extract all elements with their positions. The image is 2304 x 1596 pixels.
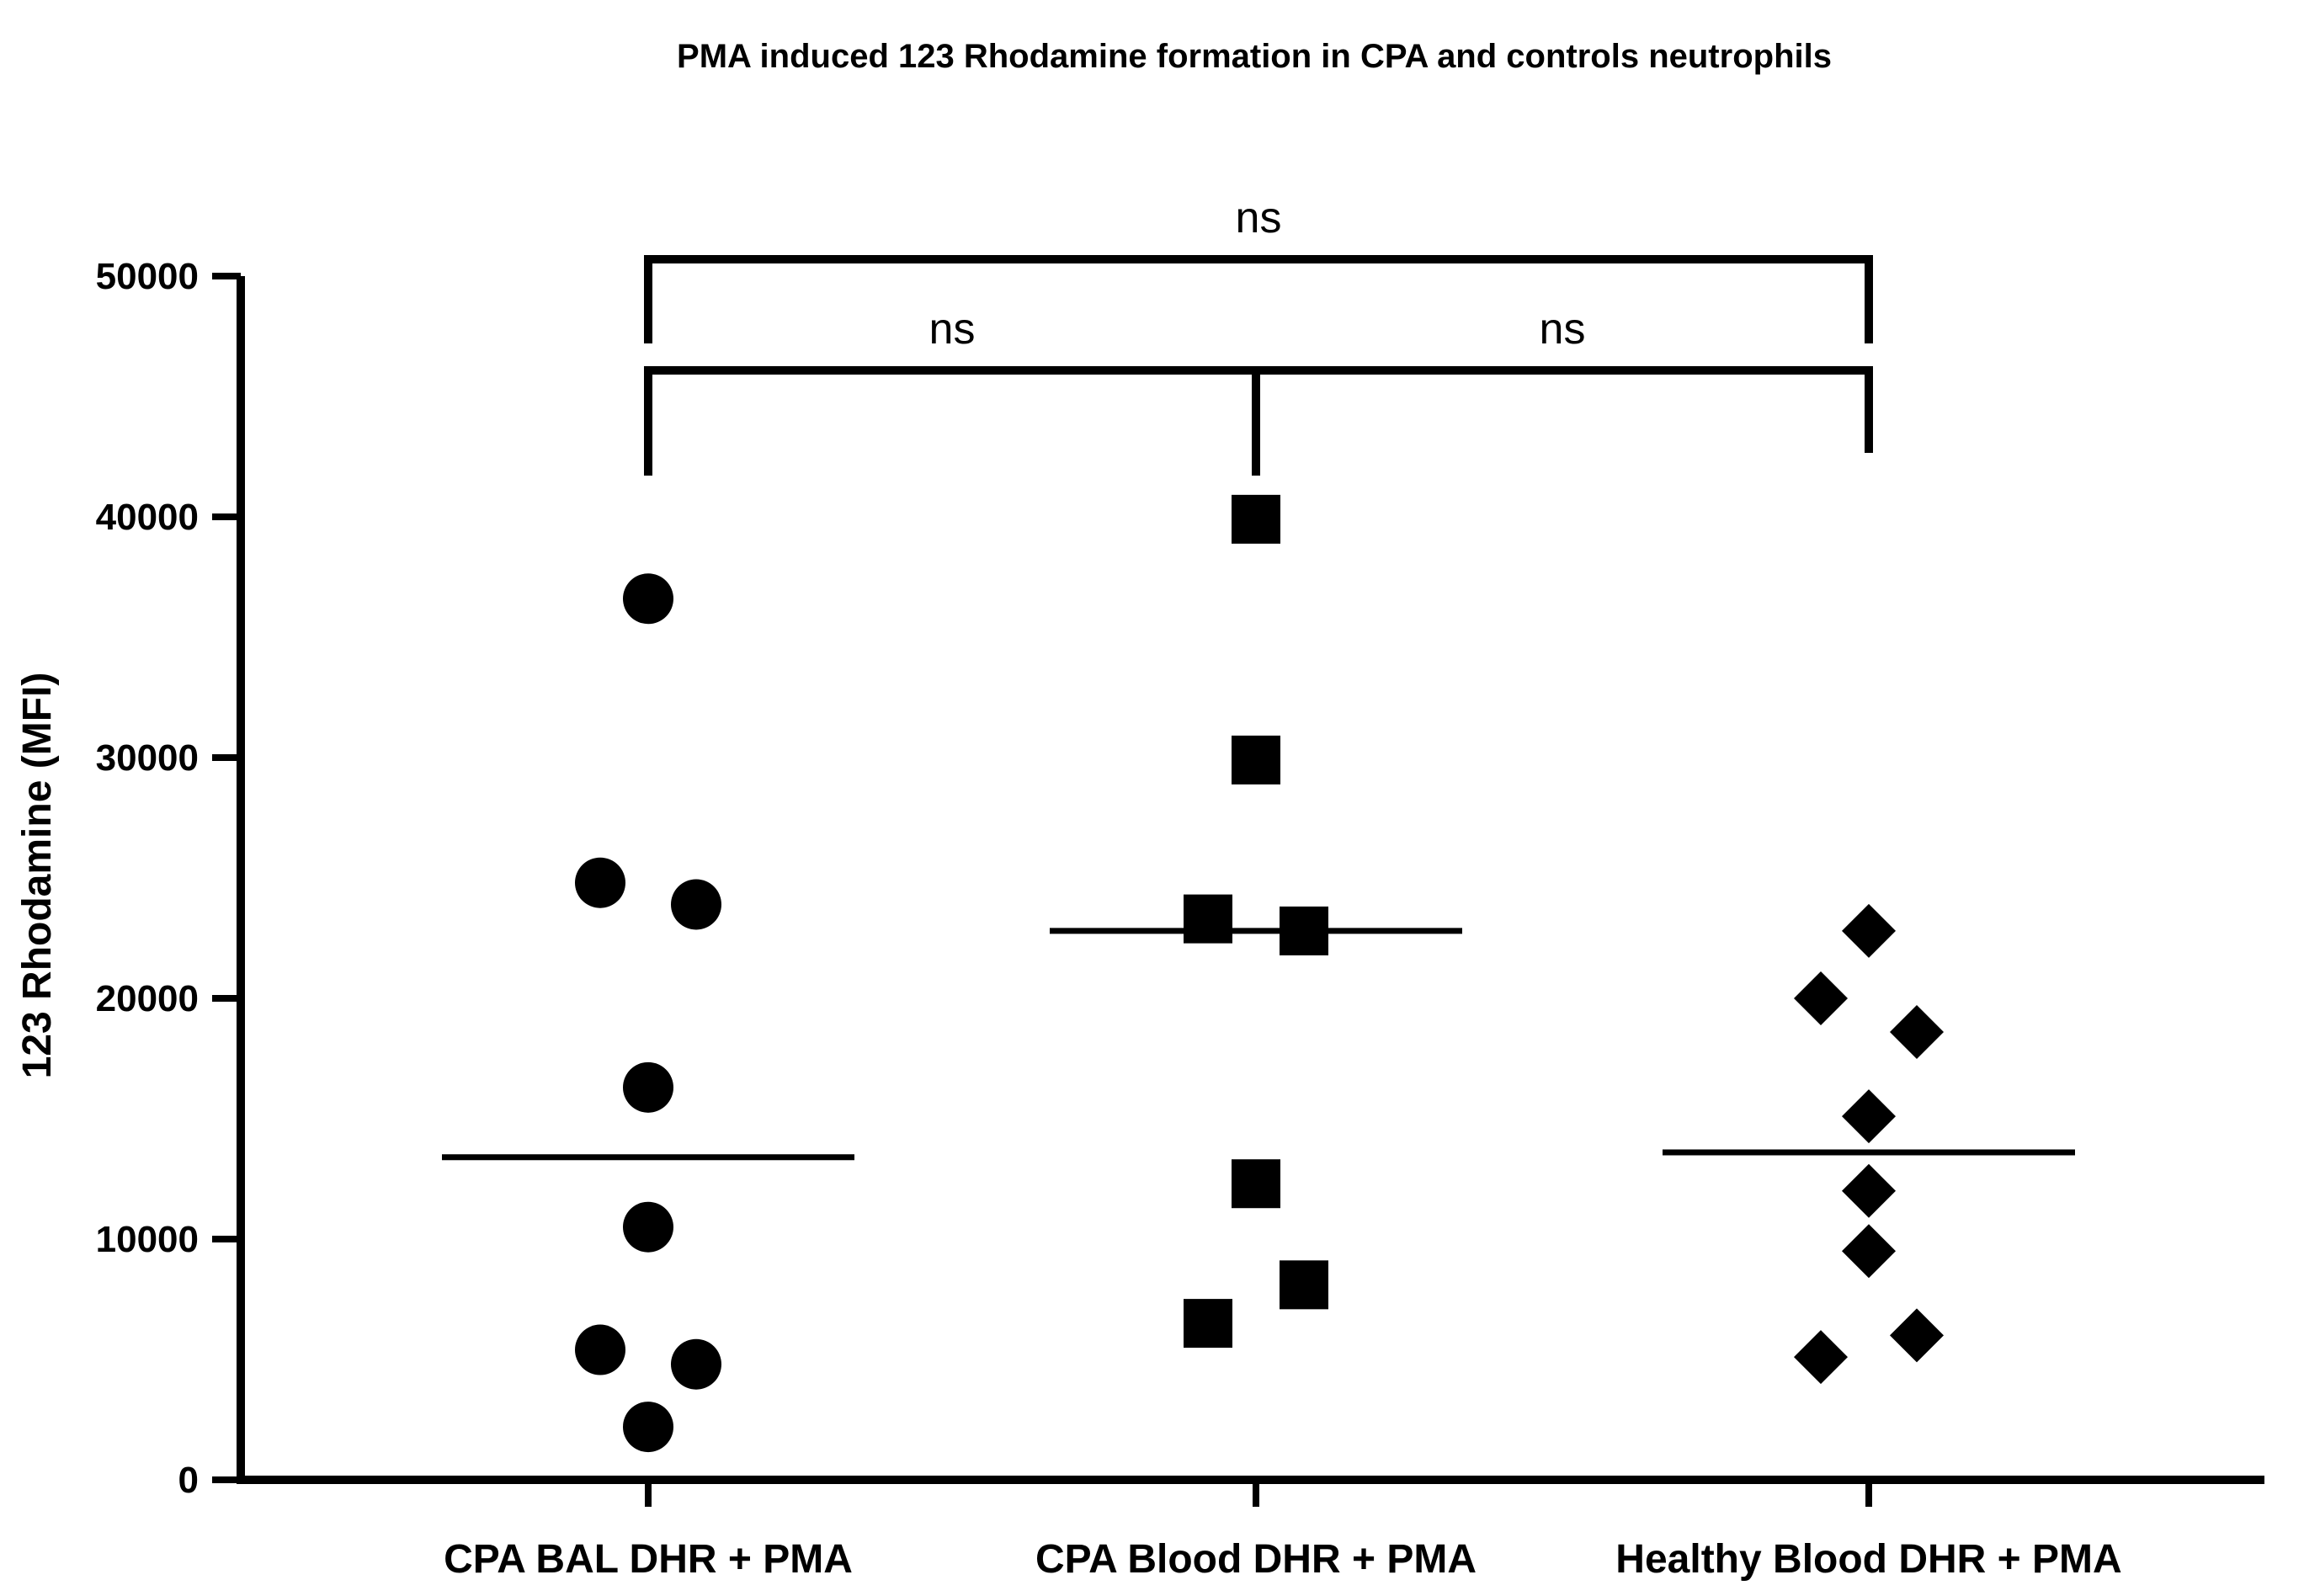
x-category-label: CPA BAL DHR + PMA	[444, 1537, 853, 1582]
y-tick-label: 40000	[96, 497, 199, 538]
data-point-square	[1280, 1260, 1328, 1310]
y-tick-label: 30000	[96, 737, 199, 779]
significance-bracket	[1252, 366, 1873, 476]
data-point-diamond	[1842, 1224, 1896, 1279]
significance-bracket	[644, 366, 1260, 476]
data-point-square	[1184, 1299, 1232, 1349]
data-point-circle	[575, 857, 625, 908]
median-lines	[442, 928, 2075, 1161]
data-point-square	[1232, 735, 1280, 785]
y-tick-label: 0	[178, 1460, 199, 1501]
data-point-diamond	[1842, 1163, 1896, 1218]
data-point-diamond	[1890, 1308, 1944, 1363]
significance-label: ns	[1540, 305, 1586, 354]
data-point-square	[1280, 906, 1328, 955]
data-point-circle	[671, 1338, 721, 1390]
data-point-circle	[623, 573, 673, 625]
data-point-circle	[575, 1324, 625, 1375]
data-point-square	[1184, 894, 1232, 944]
data-point-circle	[671, 879, 721, 930]
significance-label: ns	[929, 305, 976, 354]
significance-bracket	[644, 255, 1873, 343]
y-axis-label: 123 Rhodamine (MFI)	[15, 673, 60, 1079]
data-point-circle	[623, 1402, 673, 1453]
data-points	[575, 494, 1944, 1453]
y-tick-label: 50000	[96, 256, 199, 297]
data-point-diamond	[1842, 1089, 1896, 1144]
y-tick-label: 20000	[96, 978, 199, 1019]
significance-label: ns	[1236, 194, 1282, 242]
data-point-diamond	[1890, 1005, 1944, 1060]
data-point-square	[1232, 1159, 1280, 1209]
chart-title: PMA induced 123 Rhodamine formation in C…	[677, 38, 1832, 75]
data-point-diamond	[1842, 903, 1896, 958]
data-point-diamond	[1794, 1330, 1848, 1385]
y-tick-label: 10000	[96, 1219, 199, 1260]
data-point-circle	[623, 1201, 673, 1253]
significance-brackets: ns ns ns	[644, 194, 1873, 476]
data-point-diamond	[1794, 971, 1848, 1025]
x-category-label: CPA Blood DHR + PMA	[1035, 1537, 1477, 1582]
data-point-square	[1232, 494, 1280, 544]
data-point-circle	[623, 1061, 673, 1113]
x-category-label: Healthy Blood DHR + PMA	[1615, 1537, 2121, 1582]
